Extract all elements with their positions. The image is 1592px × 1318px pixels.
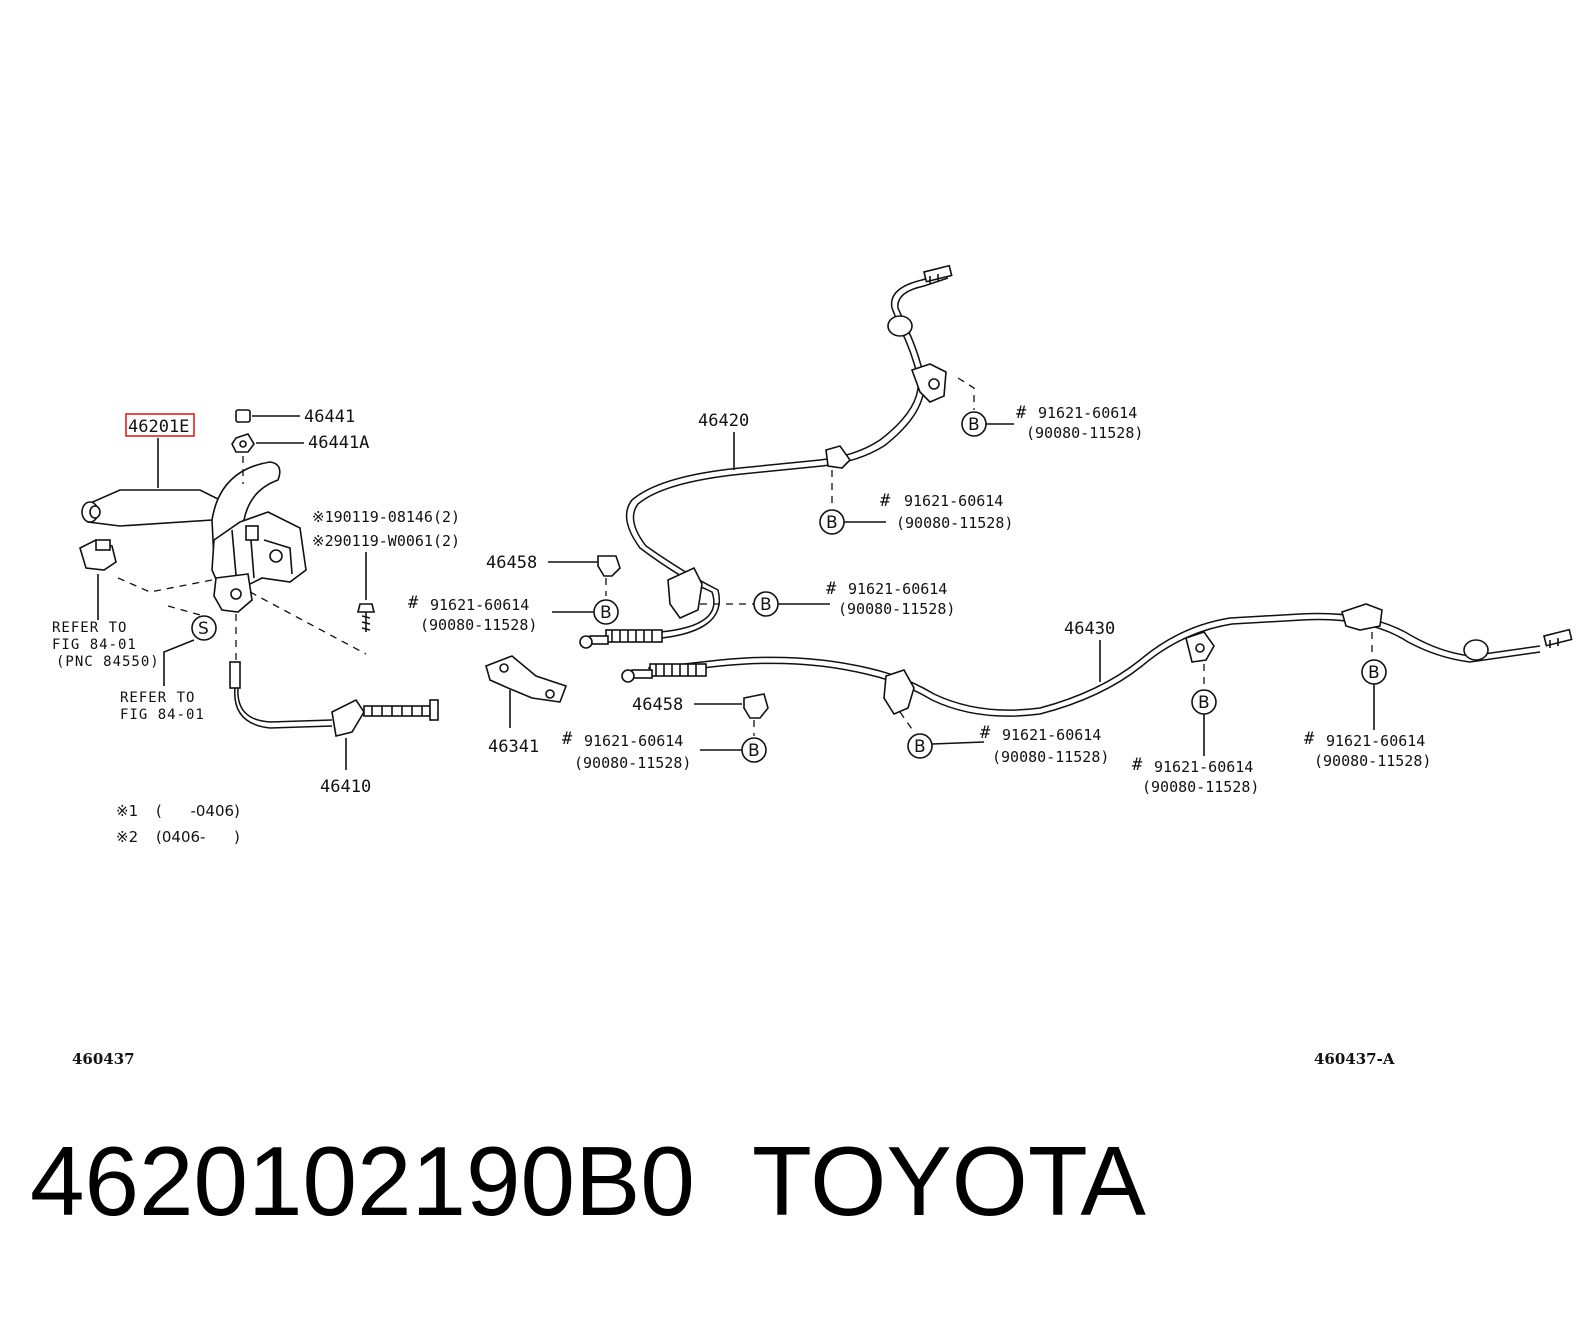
- b-callout-4-text: B: [600, 603, 612, 623]
- b3-hash: #: [826, 579, 837, 599]
- bolt-icon[interactable]: [356, 552, 376, 632]
- refer-b-line1: REFER TO: [120, 690, 195, 706]
- cable-46430[interactable]: [621, 603, 1573, 717]
- clamp-46458-top[interactable]: [597, 555, 621, 577]
- highlight-box: [125, 413, 195, 437]
- b-callout-6-text: B: [914, 737, 926, 757]
- label-46458-bottom[interactable]: 46458: [632, 695, 683, 715]
- b8-clip-alt[interactable]: (90080-11528): [1314, 752, 1431, 770]
- b-callout-2-text: B: [826, 513, 838, 533]
- b1-hash: #: [1016, 403, 1027, 423]
- b6-clip-part[interactable]: 91621-60614: [1002, 726, 1101, 744]
- cable-46420[interactable]: [579, 264, 953, 649]
- footer-part-number: 4620102190B0: [30, 1126, 695, 1236]
- b4-clip-alt[interactable]: (90080-11528): [420, 616, 537, 634]
- b1-dash: [957, 377, 975, 410]
- note-2-mark: ※2: [116, 828, 138, 846]
- b2-clip-part[interactable]: 91621-60614: [904, 492, 1003, 510]
- note-2-range: (0406- ): [156, 828, 240, 846]
- label-46201E[interactable]: 46201E: [128, 417, 189, 437]
- b2-clip-alt[interactable]: (90080-11528): [896, 514, 1013, 532]
- note-1-range: ( -0406): [156, 802, 240, 820]
- refer-b-line2: FIG 84-01: [120, 707, 205, 723]
- refer-a-line1: REFER TO: [52, 620, 127, 636]
- b6-hash: #: [980, 723, 991, 743]
- b-callout-1-text: B: [968, 415, 980, 435]
- s-symbol-text: S: [198, 619, 209, 639]
- b-callout-3-text: B: [760, 595, 772, 615]
- b5-clip-part[interactable]: 91621-60614: [584, 732, 683, 750]
- b-callout-5-text: B: [748, 741, 760, 761]
- label-bolt-2[interactable]: ※290119-W0061(2): [312, 532, 460, 550]
- bracket-46341[interactable]: [485, 655, 568, 728]
- b7-clip-alt[interactable]: (90080-11528): [1142, 778, 1259, 796]
- label-46441A[interactable]: 46441A: [308, 433, 369, 453]
- s-symbol-circle[interactable]: [191, 615, 217, 641]
- b7-hash: #: [1132, 755, 1143, 775]
- b-callout-6[interactable]: [907, 733, 933, 759]
- label-46430[interactable]: 46430: [1064, 619, 1115, 639]
- b5-hash: #: [562, 729, 573, 749]
- b8-clip-part[interactable]: 91621-60614: [1326, 732, 1425, 750]
- b6-dash: [899, 711, 915, 733]
- label-46341[interactable]: 46341: [488, 737, 539, 757]
- b6-leader: [931, 741, 985, 745]
- label-bolt-1[interactable]: ※190119-08146(2): [312, 508, 460, 526]
- b-callout-7-text: B: [1198, 693, 1210, 713]
- b3-clip-alt[interactable]: (90080-11528): [838, 600, 955, 618]
- label-46441[interactable]: 46441: [304, 407, 355, 427]
- b8-hash: #: [1304, 729, 1315, 749]
- parking-brake-lever[interactable]: [81, 461, 307, 613]
- nut-46441[interactable]: [235, 409, 300, 423]
- front-cable[interactable]: [229, 661, 439, 770]
- switch-bracket[interactable]: [79, 539, 117, 620]
- b-callout-8-text: B: [1368, 663, 1380, 683]
- b4-clip-part[interactable]: 91621-60614: [430, 596, 529, 614]
- b1-clip-part[interactable]: 91621-60614: [1038, 404, 1137, 422]
- s-leader: [163, 639, 195, 686]
- bolt-dash: [249, 591, 367, 655]
- note-1-mark: ※1: [116, 802, 138, 820]
- b3-clip-part[interactable]: 91621-60614: [848, 580, 947, 598]
- s-dash: [167, 605, 205, 617]
- switch-dash: [117, 577, 213, 593]
- b6-clip-alt[interactable]: (90080-11528): [992, 748, 1109, 766]
- b2-hash: #: [880, 491, 891, 511]
- diagram-code-right: 460437-A: [1314, 1050, 1395, 1068]
- b7-clip-part[interactable]: 91621-60614: [1154, 758, 1253, 776]
- label-46410[interactable]: 46410: [320, 777, 371, 797]
- label-46458-top[interactable]: 46458: [486, 553, 537, 573]
- diagram-code-left: 460437: [72, 1050, 135, 1068]
- b1-clip-alt[interactable]: (90080-11528): [1026, 424, 1143, 442]
- footer-brand: TOYOTA: [752, 1126, 1146, 1236]
- b5-clip-alt[interactable]: (90080-11528): [574, 754, 691, 772]
- refer-a-line2: FIG 84-01: [52, 637, 137, 653]
- refer-a-line3: (PNC 84550): [56, 654, 160, 670]
- nut-46441A[interactable]: [231, 433, 304, 453]
- b4-hash: #: [408, 593, 419, 613]
- clamp-46458-bottom[interactable]: [743, 693, 769, 719]
- label-46420[interactable]: 46420: [698, 411, 749, 431]
